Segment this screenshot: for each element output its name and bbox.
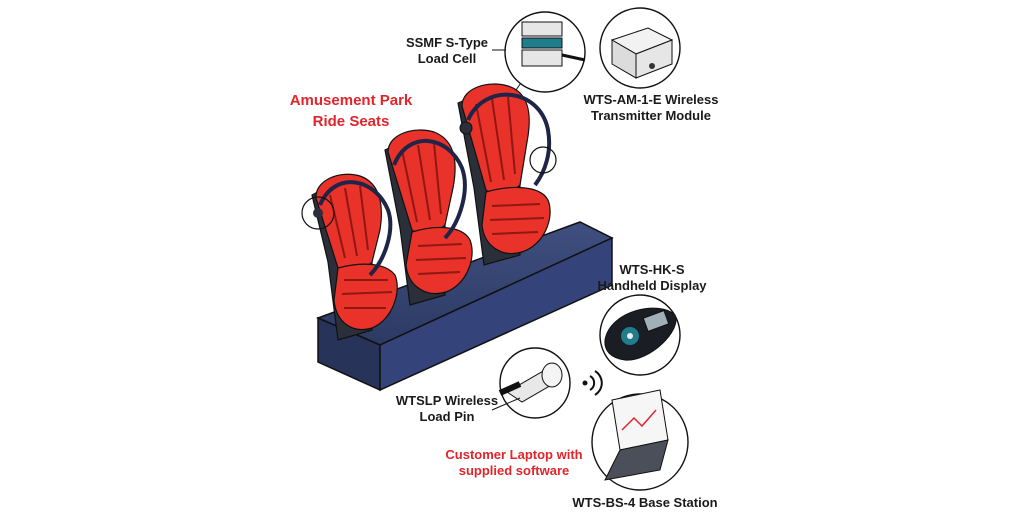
load-pin-line-1: WTSLP Wireless [395, 393, 499, 408]
laptop-note-line-1: Customer Laptop with [445, 447, 583, 462]
transmitter-label: WTS-AM-1-E Wireless Transmitter Module [572, 92, 730, 124]
handheld-label: WTS-HK-S Handheld Display [592, 262, 712, 294]
ride-seat-right [457, 83, 557, 266]
load-cell-callout [504, 11, 586, 93]
seat-base-platform [315, 221, 614, 392]
laptop-note-line-2: supplied software [458, 463, 570, 478]
load-cell-line-2: Load Cell [417, 51, 477, 66]
load-cell-label: SSMF S-Type Load Cell [400, 35, 494, 67]
wireless-signal-icon [582, 370, 603, 396]
load-pin-line-2: Load Pin [419, 409, 475, 424]
load-cell-line-1: SSMF S-Type [405, 35, 489, 50]
title-label: Amusement Park Ride Seats [266, 90, 436, 132]
base-station-label: WTS-BS-4 Base Station [560, 495, 730, 511]
handheld-display-callout [599, 294, 681, 376]
ride-seat-left [301, 173, 398, 341]
transmitter-callout [599, 7, 681, 89]
handheld-line-1: WTS-HK-S [619, 262, 685, 277]
load-pin-label: WTSLP Wireless Load Pin [392, 393, 502, 425]
transmitter-line-2: Transmitter Module [591, 108, 711, 123]
laptop-note-label: Customer Laptop with supplied software [434, 447, 594, 479]
laptop-callout [591, 389, 689, 491]
handheld-line-2: Handheld Display [597, 278, 707, 293]
title-line-1: Amusement Park [289, 92, 413, 109]
ride-seat-middle [384, 129, 473, 306]
base-station-line-1: WTS-BS-4 Base Station [572, 495, 718, 510]
leader-lines [491, 49, 521, 411]
title-line-2: Ride Seats [312, 113, 390, 130]
transmitter-line-1: WTS-AM-1-E Wireless [583, 92, 719, 107]
load-pin-callout [498, 347, 571, 419]
